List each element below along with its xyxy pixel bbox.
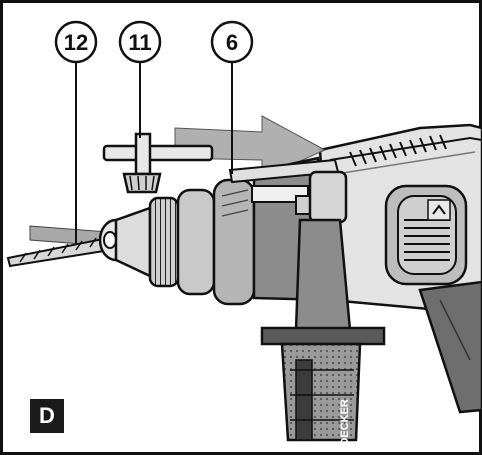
callout-11-label: 11: [128, 30, 151, 55]
depth-stop: [228, 158, 340, 215]
callout-11: 11: [118, 20, 162, 64]
callout-12-label: 12: [64, 30, 88, 55]
panel-label: D: [30, 399, 64, 433]
callout-6-label: 6: [226, 30, 238, 55]
side-handle: [260, 170, 386, 442]
callout-11-circle: [118, 20, 162, 64]
callout-6-circle: [210, 20, 254, 64]
callout-12: 12: [54, 20, 98, 64]
callout-6: 6: [210, 20, 254, 64]
brand-text: +DECKER: [339, 399, 351, 452]
chuck-key: [102, 132, 214, 194]
callout-12-circle: [54, 20, 98, 64]
drill-body: [318, 123, 482, 414]
